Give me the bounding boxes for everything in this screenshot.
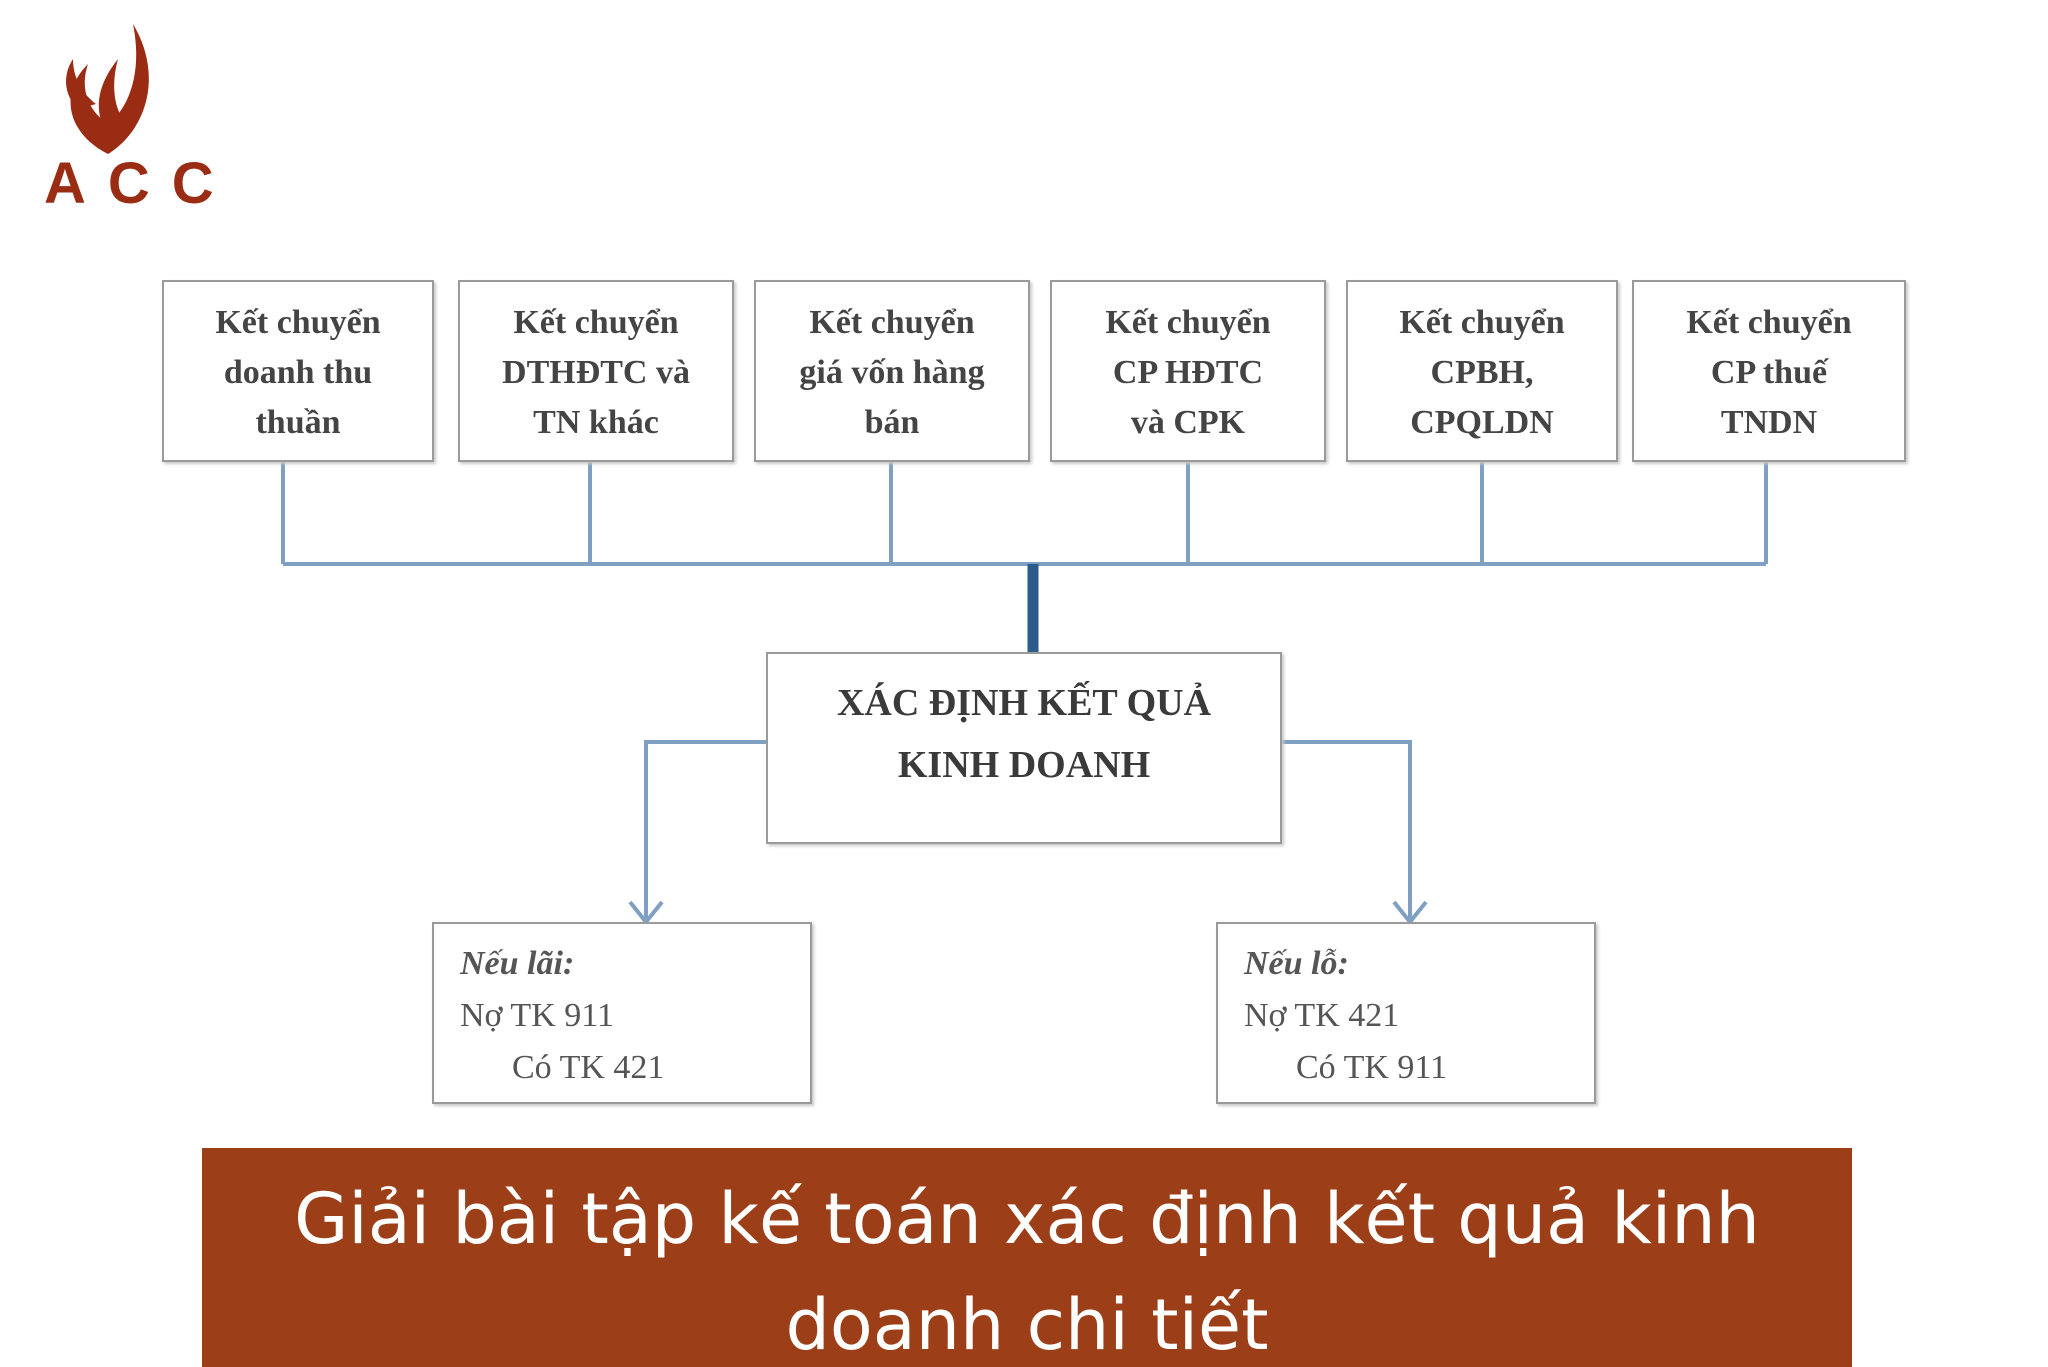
logo-text: ACC	[44, 151, 236, 216]
source-line: Kết chuyển	[215, 304, 381, 341]
source-line: TN khác	[533, 404, 659, 441]
source-line: DTHĐTC và	[502, 354, 690, 391]
result-debit: Nợ TK 911	[460, 997, 614, 1034]
result-credit: Có TK 911	[1296, 1049, 1448, 1086]
source-box-gia-von: Kết chuyển giá vốn hàng bán	[754, 280, 1030, 462]
result-box-lo: Nếu lỗ: Nợ TK 421 Có TK 911	[1216, 922, 1596, 1104]
source-box-doanh-thu: Kết chuyển doanh thu thuần	[162, 280, 434, 462]
source-line: Kết chuyển	[1399, 304, 1565, 341]
result-credit: Có TK 421	[512, 1049, 665, 1086]
source-line: CPQLDN	[1410, 404, 1554, 441]
source-line: Kết chuyển	[1105, 304, 1271, 341]
source-box-cpbh: Kết chuyển CPBH, CPQLDN	[1346, 280, 1618, 462]
source-line: thuần	[255, 404, 341, 441]
source-line: CP HĐTC	[1112, 354, 1264, 391]
banner-title: Giải bài tập kế toán xác định kết quả ki…	[294, 1178, 1760, 1366]
source-line: và CPK	[1130, 404, 1246, 441]
source-line: Kết chuyển	[809, 304, 975, 341]
source-line: Kết chuyển	[513, 304, 679, 341]
source-line: bán	[864, 404, 920, 441]
center-box-xac-dinh-kqkd: XÁC ĐỊNH KẾT QUẢ KINH DOANH	[766, 652, 1282, 844]
center-line: XÁC ĐỊNH KẾT QUẢ	[836, 682, 1212, 724]
source-line: TNDN	[1720, 404, 1818, 441]
acc-logo	[38, 14, 178, 214]
source-line: CP thuế	[1710, 354, 1828, 391]
source-line: doanh thu	[223, 354, 373, 391]
source-line: CPBH,	[1430, 354, 1534, 391]
center-line: KINH DOANH	[897, 744, 1151, 786]
source-box-cp-thue: Kết chuyển CP thuế TNDN	[1632, 280, 1906, 462]
result-debit: Nợ TK 421	[1244, 997, 1400, 1034]
source-line: Kết chuyển	[1686, 304, 1852, 341]
result-condition: Nếu lãi:	[460, 945, 575, 982]
source-line: giá vốn hàng	[799, 354, 985, 391]
source-box-dthdtc: Kết chuyển DTHĐTC và TN khác	[458, 280, 734, 462]
result-box-lai: Nếu lãi: Nợ TK 911 Có TK 421	[432, 922, 812, 1104]
result-condition: Nếu lỗ:	[1244, 945, 1349, 982]
source-box-cp-hdtc: Kết chuyển CP HĐTC và CPK	[1050, 280, 1326, 462]
flame-logo-icon	[66, 24, 149, 154]
title-banner: Giải bài tập kế toán xác định kết quả ki…	[202, 1148, 1852, 1367]
